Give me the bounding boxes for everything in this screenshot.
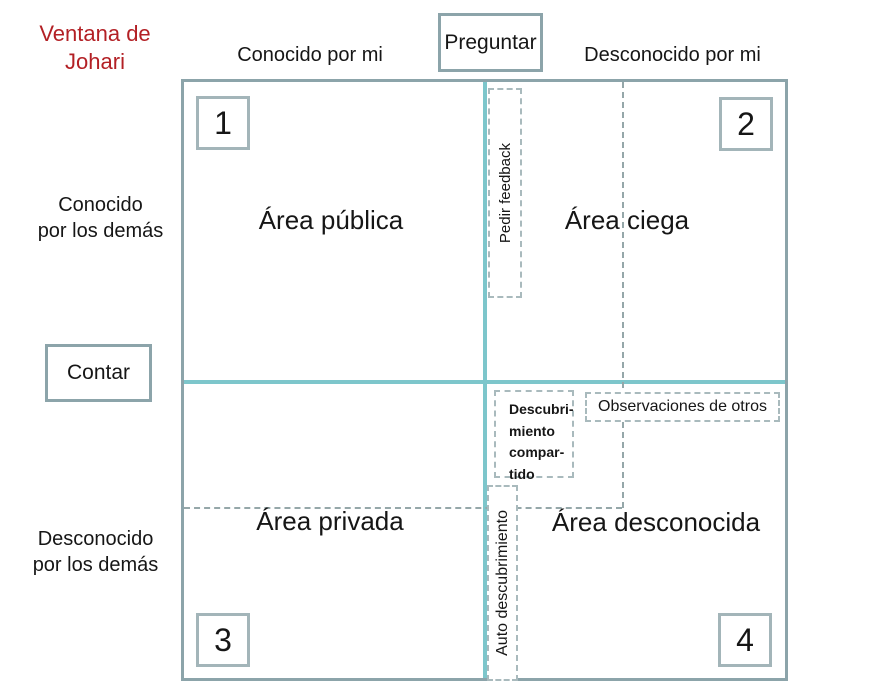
descubrimiento-compartido-box: Descubri- miento compar- tido — [494, 390, 574, 482]
auto-descubrimiento-label: Auto descubrimiento — [493, 510, 511, 656]
observaciones-de-otros-box: Observaciones de otros — [585, 392, 780, 422]
column-header-unknown-by-me: Desconocido por mi — [584, 44, 761, 66]
descubrimiento-compartido-label: Descubri- miento compar- tido — [509, 401, 574, 483]
quadrant-label-area-ciega: Área ciega — [564, 205, 690, 235]
pedir-feedback-box: Pedir feedback — [488, 88, 522, 298]
horizontal-divider-line — [184, 380, 785, 384]
quadrant-number-3: 3 — [196, 613, 250, 667]
horizontal-dashed-line — [184, 507, 622, 509]
johari-grid-outline — [181, 79, 788, 681]
row-label-known-by-others: Conocido por los demás — [37, 194, 164, 242]
pedir-feedback-label: Pedir feedback — [496, 142, 514, 244]
quadrant-label-area-publica: Área pública — [258, 205, 404, 235]
quadrant-number-1: 1 — [196, 96, 250, 150]
row-label-unknown-by-others: Desconocido por los demás — [32, 528, 159, 576]
diagram-title: Ventana de Johari — [39, 21, 151, 74]
quadrant-number-2: 2 — [719, 97, 773, 151]
column-header-known-by-me: Conocido por mi — [237, 44, 383, 66]
auto-descubrimiento-box: Auto descubrimiento — [487, 485, 518, 681]
observaciones-de-otros-label: Observaciones de otros — [598, 398, 767, 415]
quadrant-label-area-desconocida: Área desconocida — [551, 507, 761, 537]
preguntar-button[interactable]: Preguntar — [438, 13, 543, 72]
vertical-dashed-line — [622, 82, 624, 508]
quadrant-number-4: 4 — [718, 613, 772, 667]
quadrant-label-area-privada: Área privada — [256, 506, 404, 536]
contar-button[interactable]: Contar — [45, 344, 152, 402]
